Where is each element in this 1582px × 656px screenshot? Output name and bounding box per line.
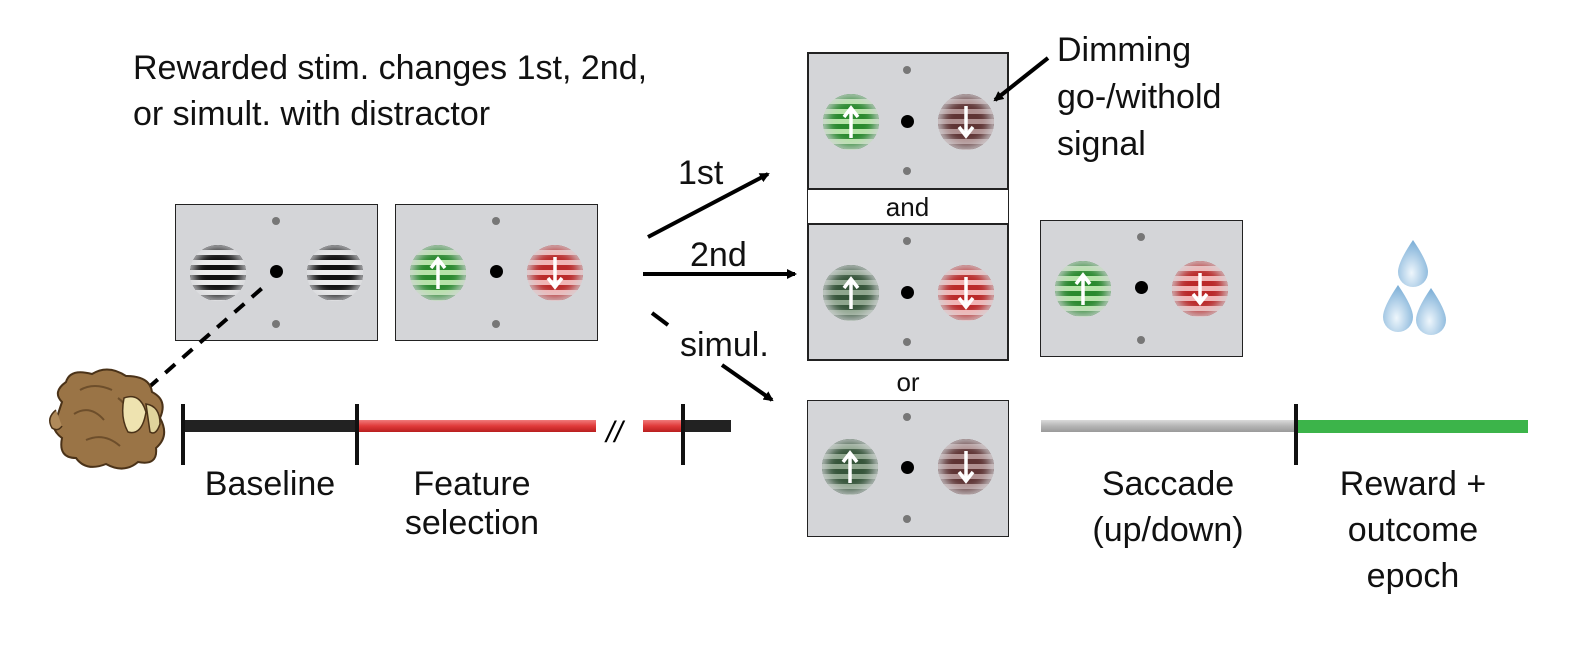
monkey-head-icon <box>49 368 166 470</box>
dimmed-red-grating <box>938 94 994 150</box>
arrow-simul-tail <box>720 363 774 402</box>
cue-dot-bottom <box>903 515 911 523</box>
stimulus-panel-baseline <box>175 204 378 341</box>
cue-dot-top <box>1137 233 1145 241</box>
red-grating <box>938 265 994 321</box>
baseline-bar <box>183 420 357 432</box>
feature-bar-end <box>643 420 683 432</box>
fixation-dot <box>901 461 914 474</box>
saccade-bar <box>1041 420 1296 432</box>
fixation-dot <box>901 115 914 128</box>
cue-dot-bottom <box>1137 336 1145 344</box>
red-grating <box>1172 261 1228 317</box>
epoch-label-baseline: Baseline <box>204 465 336 503</box>
cue-dot-top <box>903 66 911 74</box>
green-grating <box>823 94 879 150</box>
cue-dot-bottom <box>492 320 500 328</box>
cue-dot-bottom <box>903 338 911 346</box>
stimulus-panel-saccade <box>1040 220 1243 357</box>
gray-grating-right <box>307 245 363 301</box>
header-line-2: or simult. with distractor <box>133 95 491 133</box>
fixation-dot <box>1135 281 1148 294</box>
epoch-label-saccade-1: Saccade <box>1101 465 1235 503</box>
stimulus-panel-simul-dim <box>807 400 1009 537</box>
epoch-label-reward-3: epoch <box>1366 557 1460 595</box>
epoch-label-feature-2: selection <box>404 504 540 542</box>
label-simul: simul. <box>680 326 769 364</box>
dimming-label-line-1: Dimming <box>1057 31 1192 69</box>
and-connector: and <box>807 189 1009 224</box>
cue-dot-top <box>903 237 911 245</box>
cue-dot-top <box>492 217 500 225</box>
reward-bar <box>1296 420 1528 433</box>
cue-dot-top <box>903 413 911 421</box>
cue-dot-top <box>272 217 280 225</box>
green-grating <box>1055 261 1111 317</box>
fixation-dot <box>901 286 914 299</box>
arrow-dimming-pointer <box>993 56 1050 102</box>
epoch-label-feature-1: Feature <box>413 465 531 503</box>
cue-dot-bottom <box>272 320 280 328</box>
pre-dim-bar <box>683 420 731 432</box>
green-grating <box>410 245 466 301</box>
red-grating <box>527 245 583 301</box>
label-first: 1st <box>678 154 724 192</box>
dimming-label-line-3: signal <box>1057 125 1146 163</box>
or-label: or <box>896 367 920 397</box>
label-second: 2nd <box>690 236 747 274</box>
feature-bar <box>357 420 596 432</box>
fixation-dot <box>270 265 283 278</box>
dimmed-red-grating <box>938 439 994 495</box>
stimulus-panel-first-dim <box>807 52 1009 189</box>
epoch-label-saccade-2: (up/down) <box>1092 511 1244 549</box>
dimming-label-line-2: go-/withold <box>1057 78 1222 116</box>
arrow-simul-head <box>650 311 670 327</box>
break-mark: // <box>604 416 625 449</box>
header-line-1: Rewarded stim. changes 1st, 2nd, <box>133 49 648 87</box>
dimmed-green-grating <box>823 265 879 321</box>
gaze-line <box>146 281 270 390</box>
water-drops-icon <box>1383 240 1446 335</box>
cue-dot-bottom <box>903 167 911 175</box>
fixation-dot <box>490 265 503 278</box>
epoch-label-reward-1: Reward + <box>1339 465 1487 503</box>
stimulus-panel-feature <box>395 204 598 341</box>
arrow-first <box>647 172 770 239</box>
gray-grating-left <box>190 245 246 301</box>
epoch-label-reward-2: outcome <box>1347 511 1479 549</box>
and-label: and <box>885 192 930 222</box>
dimmed-green-grating <box>822 439 878 495</box>
stimulus-panel-second-dim <box>807 224 1009 361</box>
